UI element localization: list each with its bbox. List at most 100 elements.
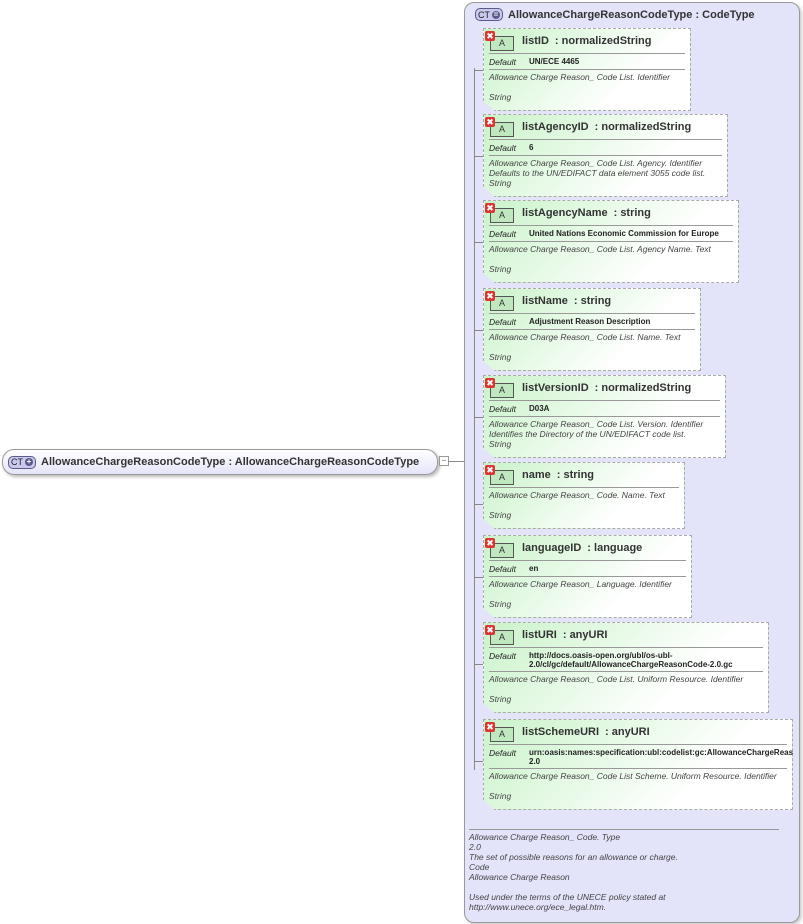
attribute-connector xyxy=(474,417,483,418)
attribute-connector xyxy=(474,664,483,665)
complex-type-header: CT= AllowanceChargeReasonCodeType : Code… xyxy=(470,8,755,21)
attribute-header: A✖ languageID : language xyxy=(484,536,691,560)
attribute-icon: A✖ xyxy=(490,727,514,742)
attribute-header: A✖ listAgencyID : normalizedString xyxy=(484,115,727,139)
default-label: Default xyxy=(489,564,516,574)
divider xyxy=(489,225,733,226)
attribute-name: name xyxy=(522,469,551,481)
attribute-name: listName xyxy=(522,295,568,307)
attribute-connector xyxy=(474,330,483,331)
attribute-connector xyxy=(474,156,483,157)
attribute-header: A✖ listVersionID : normalizedString xyxy=(484,376,725,400)
attribute-header: A✖ listURI : anyURI xyxy=(484,623,768,647)
divider xyxy=(489,671,763,672)
attribute-icon: A✖ xyxy=(490,543,514,558)
type-documentation: Allowance Charge Reason_ Code. Type 2.0 … xyxy=(469,829,779,912)
attribute-type: : anyURI xyxy=(605,726,650,738)
divider xyxy=(489,313,695,314)
attribute-icon: A✖ xyxy=(490,296,514,311)
default-row: Default UN/ECE 4465 xyxy=(484,54,690,69)
attribute-documentation: Allowance Charge Reason_ Code List. Agen… xyxy=(489,244,711,274)
divider xyxy=(489,53,685,54)
attribute-documentation: Allowance Charge Reason_ Code List Schem… xyxy=(489,771,777,801)
divider xyxy=(489,744,787,745)
attribute-documentation: Allowance Charge Reason_ Code List. Iden… xyxy=(489,72,670,102)
attribute-box[interactable]: A✖ listID : normalizedString Default UN/E… xyxy=(483,28,691,111)
attribute-documentation: Allowance Charge Reason_ Code List. Agen… xyxy=(489,158,706,188)
optional-marker-icon: ✖ xyxy=(486,464,494,475)
default-value: http://docs.oasis-open.org/ubl/os-ubl-2.… xyxy=(529,651,733,669)
connector-line xyxy=(448,461,464,462)
attribute-box[interactable]: A✖ listAgencyName : string Default United… xyxy=(483,200,739,283)
default-label: Default xyxy=(489,748,516,758)
attribute-name: listAgencyID xyxy=(522,121,589,133)
divider xyxy=(489,69,685,70)
default-row: Default United Nations Economic Commissio… xyxy=(484,226,738,241)
default-label: Default xyxy=(489,57,516,67)
attribute-box[interactable]: A✖ listVersionID : normalizedString Defa… xyxy=(483,375,726,458)
divider xyxy=(489,155,722,156)
attribute-box[interactable]: A✖ listName : string Default Adjustment R… xyxy=(483,288,701,371)
divider xyxy=(489,139,722,140)
divider xyxy=(489,487,679,488)
attribute-documentation: Allowance Charge Reason_ Code List. Name… xyxy=(489,332,681,362)
attribute-header: A✖ listAgencyName : string xyxy=(484,201,738,225)
default-row: Default Adjustment Reason Description xyxy=(484,314,700,329)
divider xyxy=(489,647,763,648)
attribute-header: A✖ listSchemeURI : anyURI xyxy=(484,720,792,744)
attribute-box[interactable]: A✖ listAgencyID : normalizedString Defau… xyxy=(483,114,728,197)
default-value: United Nations Economic Commission for E… xyxy=(529,229,719,238)
optional-marker-icon: ✖ xyxy=(486,377,494,388)
attribute-icon: A✖ xyxy=(490,208,514,223)
attribute-box[interactable]: A✖ listURI : anyURI Default http://docs.o… xyxy=(483,622,769,713)
attribute-icon: A✖ xyxy=(490,36,514,51)
default-value: urn:oasis:names:specification:ubl:codeli… xyxy=(529,748,803,766)
complex-type-icon: CT= xyxy=(475,8,503,21)
optional-marker-icon: ✖ xyxy=(486,721,494,732)
attribute-connector xyxy=(474,761,483,762)
complex-type-expanded-icon: CT+ xyxy=(8,455,36,469)
root-element-label: AllowanceChargeReasonCodeType : Allowanc… xyxy=(41,456,420,468)
divider xyxy=(489,400,720,401)
optional-marker-icon: ✖ xyxy=(486,624,494,635)
default-row: Default http://docs.oasis-open.org/ubl/os… xyxy=(484,648,768,671)
divider xyxy=(489,576,686,577)
attribute-header: A✖ name : string xyxy=(484,463,684,487)
root-element-node[interactable]: CT+ AllowanceChargeReasonCodeType : Allo… xyxy=(2,449,438,475)
attribute-icon: A✖ xyxy=(490,122,514,137)
default-row: Default en xyxy=(484,561,691,576)
divider xyxy=(489,241,733,242)
attribute-name: languageID xyxy=(522,542,582,554)
attribute-name: listAgencyName xyxy=(522,207,608,219)
default-value: en xyxy=(529,564,539,573)
default-label: Default xyxy=(489,317,516,327)
default-value: UN/ECE 4465 xyxy=(529,57,580,66)
divider xyxy=(489,768,787,769)
default-value: Adjustment Reason Description xyxy=(529,317,651,326)
attribute-documentation: Allowance Charge Reason_ Code List. Unif… xyxy=(489,674,744,704)
default-label: Default xyxy=(489,229,516,239)
attribute-type: : normalizedString xyxy=(554,35,652,47)
attribute-type: : anyURI xyxy=(562,629,608,641)
default-value: 6 xyxy=(529,143,534,152)
default-label: Default xyxy=(489,651,516,661)
attribute-type: : string xyxy=(573,295,612,307)
attribute-name: listID xyxy=(522,35,549,47)
attribute-connector xyxy=(474,70,483,71)
attribute-name: listVersionID xyxy=(522,382,589,394)
attribute-icon: A✖ xyxy=(490,470,514,485)
optional-marker-icon: ✖ xyxy=(486,290,494,301)
attribute-box[interactable]: A✖ name : string Allowance Charge Reason… xyxy=(483,462,685,529)
attribute-type: : language xyxy=(587,542,643,554)
divider xyxy=(489,329,695,330)
optional-marker-icon: ✖ xyxy=(486,537,494,548)
optional-marker-icon: ✖ xyxy=(486,116,494,127)
attribute-header: A✖ listID : normalizedString xyxy=(484,29,690,53)
divider xyxy=(489,416,720,417)
attribute-connector xyxy=(474,242,483,243)
default-label: Default xyxy=(489,404,516,414)
